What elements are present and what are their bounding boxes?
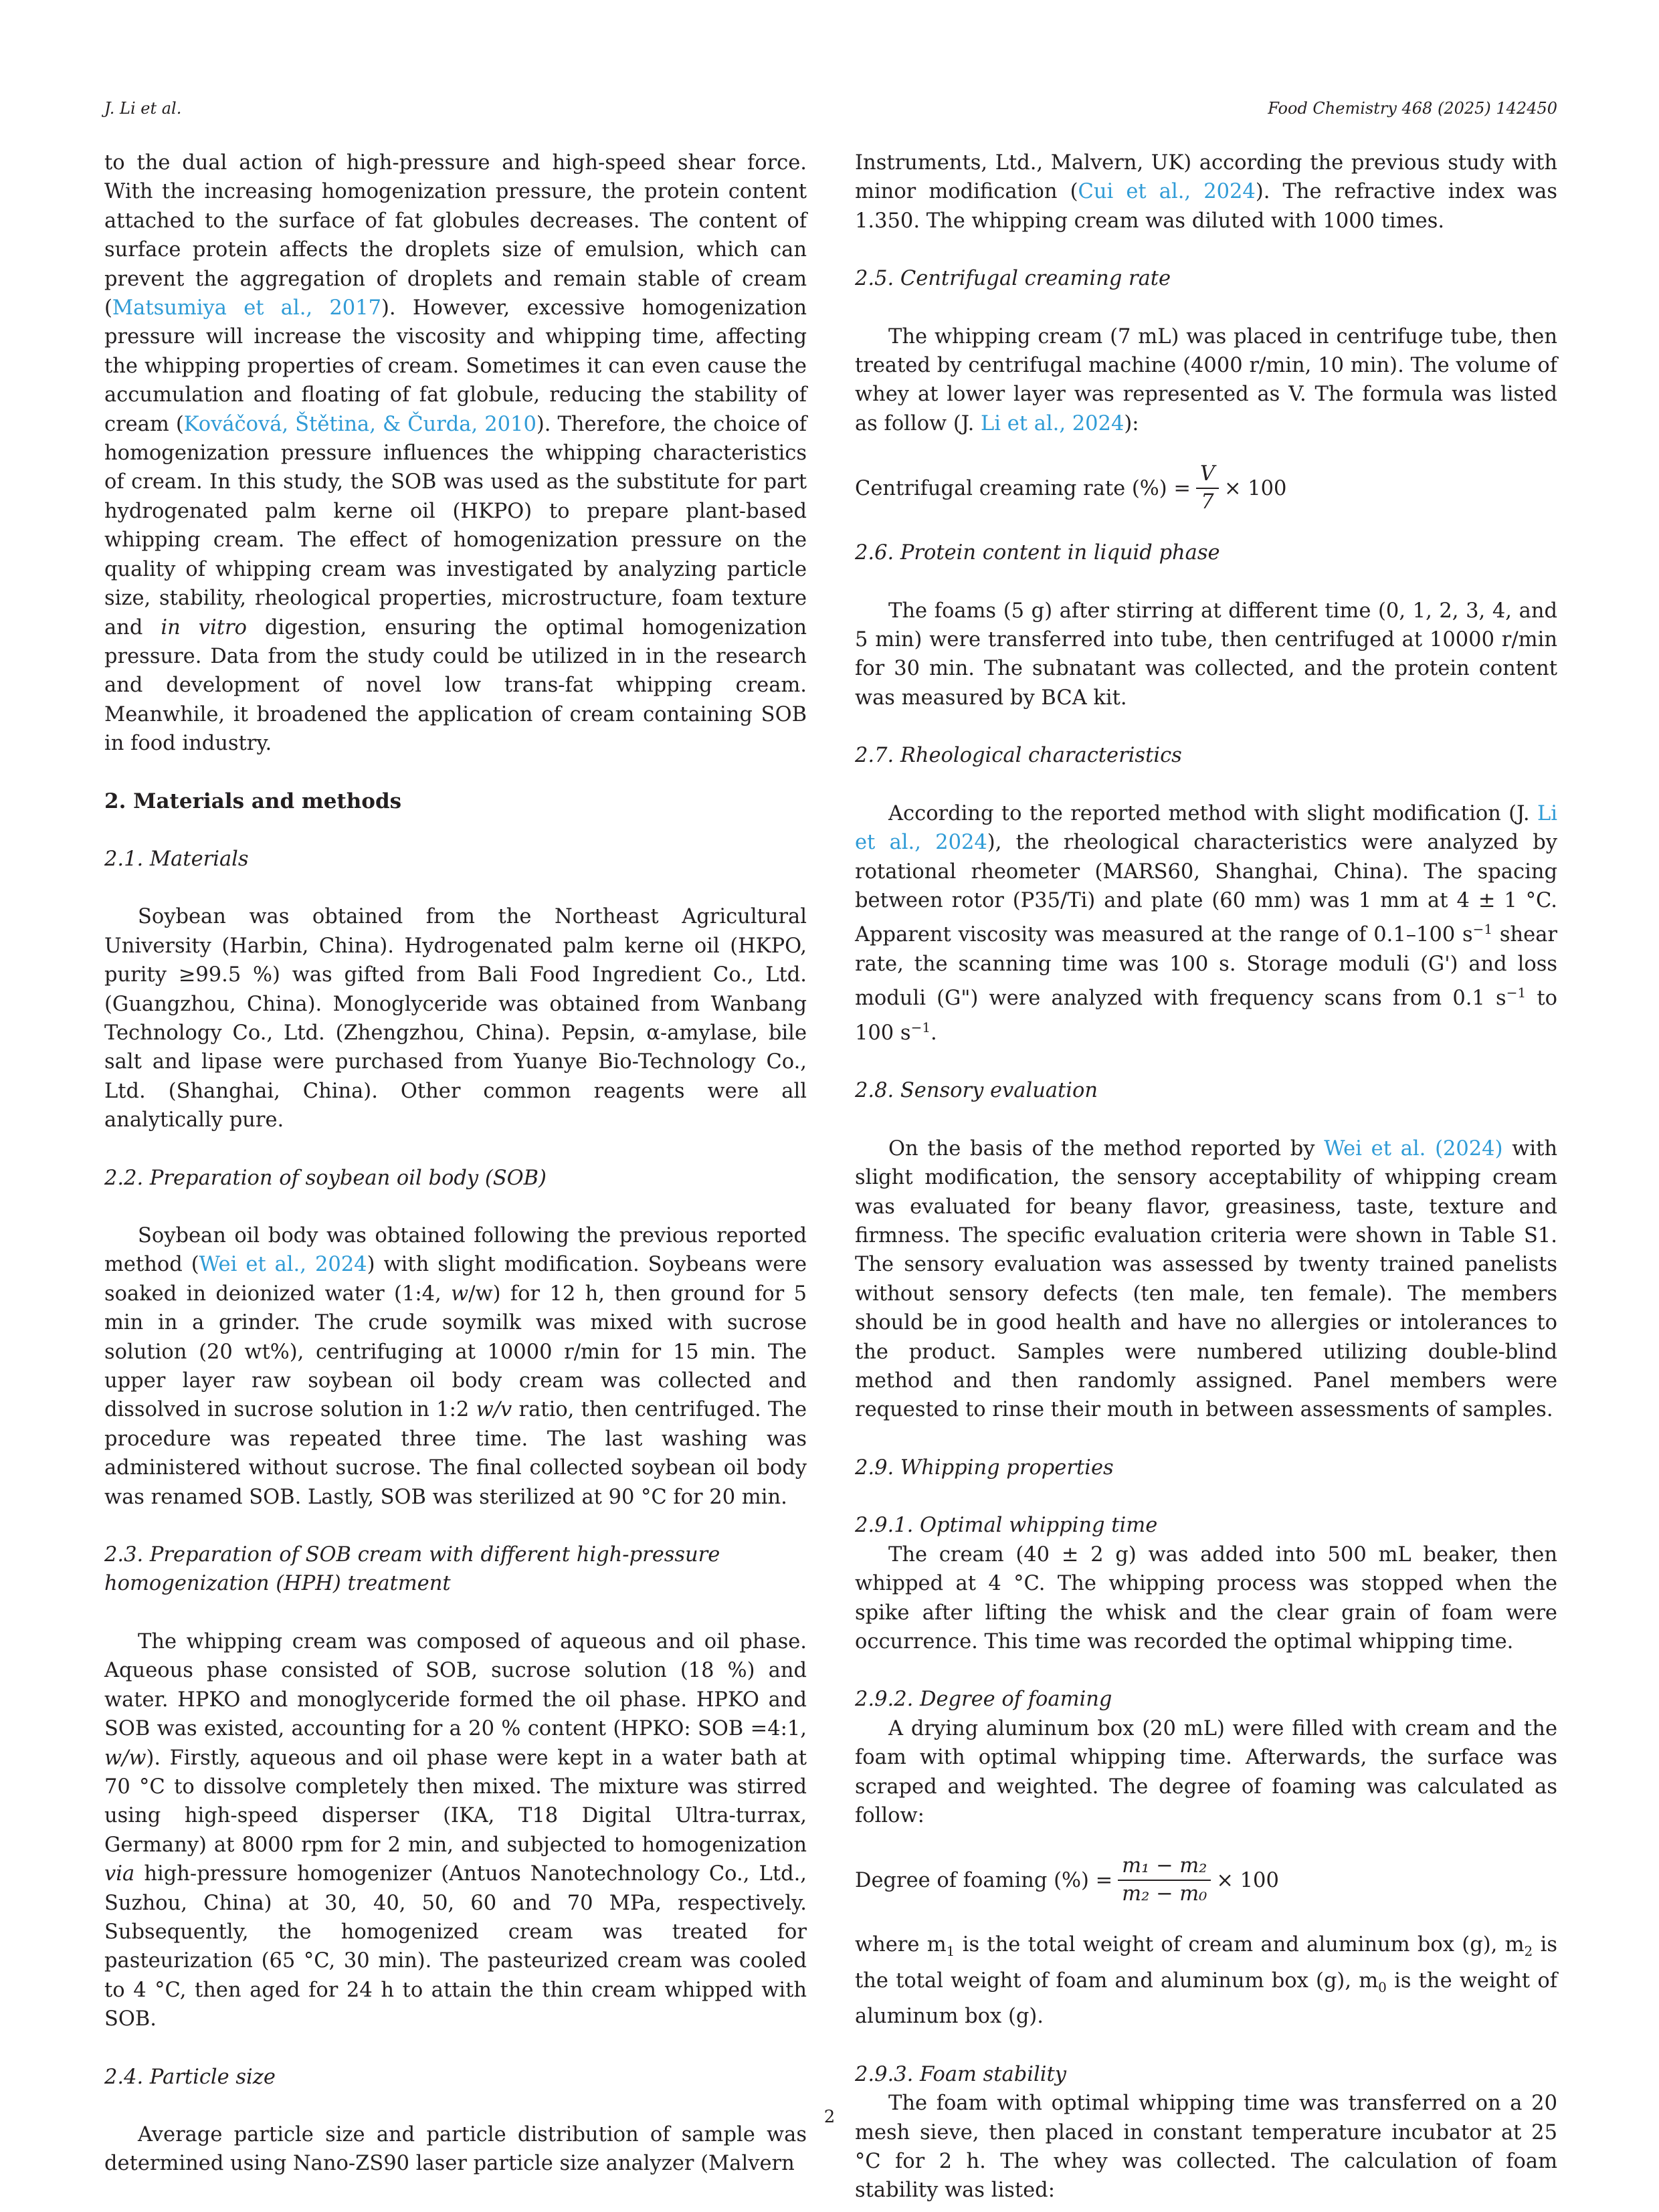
subsection-heading-2-2: 2.2. Preparation of soybean oil body (SO… <box>104 1166 547 1190</box>
subsection-heading-2-5: 2.5. Centrifugal creaming rate <box>855 267 1171 291</box>
subsection-heading-2-9-1: 2.9.1. Optimal whipping time <box>855 1514 1158 1538</box>
paragraph-2-2: Soybean oil body was obtained following … <box>104 1224 807 1509</box>
page-number: 2 <box>823 2107 836 2127</box>
subsection-heading-2-9-3: 2.9.3. Foam stability <box>855 2062 1067 2086</box>
paragraph-2-9-2: A drying aluminum box (20 mL) were fille… <box>855 1716 1557 1827</box>
left-column: to the dual action of high-pressure and … <box>104 148 807 2179</box>
paragraph-2-6: The foams (5 g) after stirring at differ… <box>855 599 1557 710</box>
subsection-heading-2-6: 2.6. Protein content in liquid phase <box>855 541 1220 565</box>
paragraph-2-5: The whipping cream (7 mL) was placed in … <box>855 324 1557 435</box>
subsection-heading-2-7: 2.7. Rheological characteristics <box>855 744 1182 768</box>
header-authors: J. Li et al. <box>104 99 182 118</box>
paragraph-2-8: On the basis of the method reported by W… <box>855 1136 1557 1422</box>
paragraph-2-3: The whipping cream was composed of aqueo… <box>104 1629 807 2031</box>
citation-link[interactable]: Wei et al., 2024 <box>199 1253 367 1277</box>
citation-link[interactable]: Li et al., 2024 <box>855 801 1557 855</box>
subsection-heading-2-9-2: 2.9.2. Degree of foaming <box>855 1688 1112 1712</box>
paragraph-2-4-continued: Instruments, Ltd., Malvern, UK) accordin… <box>855 151 1558 233</box>
citation-link[interactable]: Li et al., 2024 <box>981 411 1125 435</box>
header-journal: Food Chemistry 468 (2025) 142450 <box>1268 99 1557 118</box>
subsection-heading-2-3: 2.3. Preparation of SOB cream with diffe… <box>104 1543 720 1596</box>
subsection-heading-2-8: 2.8. Sensory evaluation <box>855 1079 1098 1103</box>
subsection-heading-2-9: 2.9. Whipping properties <box>855 1455 1114 1480</box>
paragraph-2-4: Average particle size and particle distr… <box>104 2122 807 2176</box>
running-header: J. Li et al. Food Chemistry 468 (2025) 1… <box>104 99 1557 126</box>
citation-link[interactable]: Cui et al., 2024 <box>1078 180 1256 204</box>
right-column: Instruments, Ltd., Malvern, UK) accordin… <box>855 148 1557 2205</box>
subsection-heading-2-1: 2.1. Materials <box>104 847 249 871</box>
subsection-heading-2-4: 2.4. Particle size <box>104 2065 276 2089</box>
paragraph-2-9-1: The cream (40 ± 2 g) was added into 500 … <box>855 1542 1557 1653</box>
paragraph-2-7: According to the reported method with sl… <box>855 801 1557 1045</box>
paragraph-where-definitions: where m1 is the total weight of cream an… <box>855 1933 1558 2029</box>
citation-link[interactable]: Kováčová, Štětina, & Čurda, 2010 <box>183 412 536 436</box>
intro-paragraph: to the dual action of high-pressure and … <box>104 151 807 756</box>
citation-link[interactable]: Wei et al. (2024) <box>1324 1136 1503 1161</box>
paragraph-2-9-3: The foam with optimal whipping time was … <box>855 2092 1557 2203</box>
citation-link[interactable]: Matsumiya et al., 2017 <box>112 296 382 320</box>
section-heading-materials-methods: 2. Materials and methods <box>104 789 402 813</box>
paragraph-2-1: Soybean was obtained from the Northeast … <box>104 905 807 1132</box>
